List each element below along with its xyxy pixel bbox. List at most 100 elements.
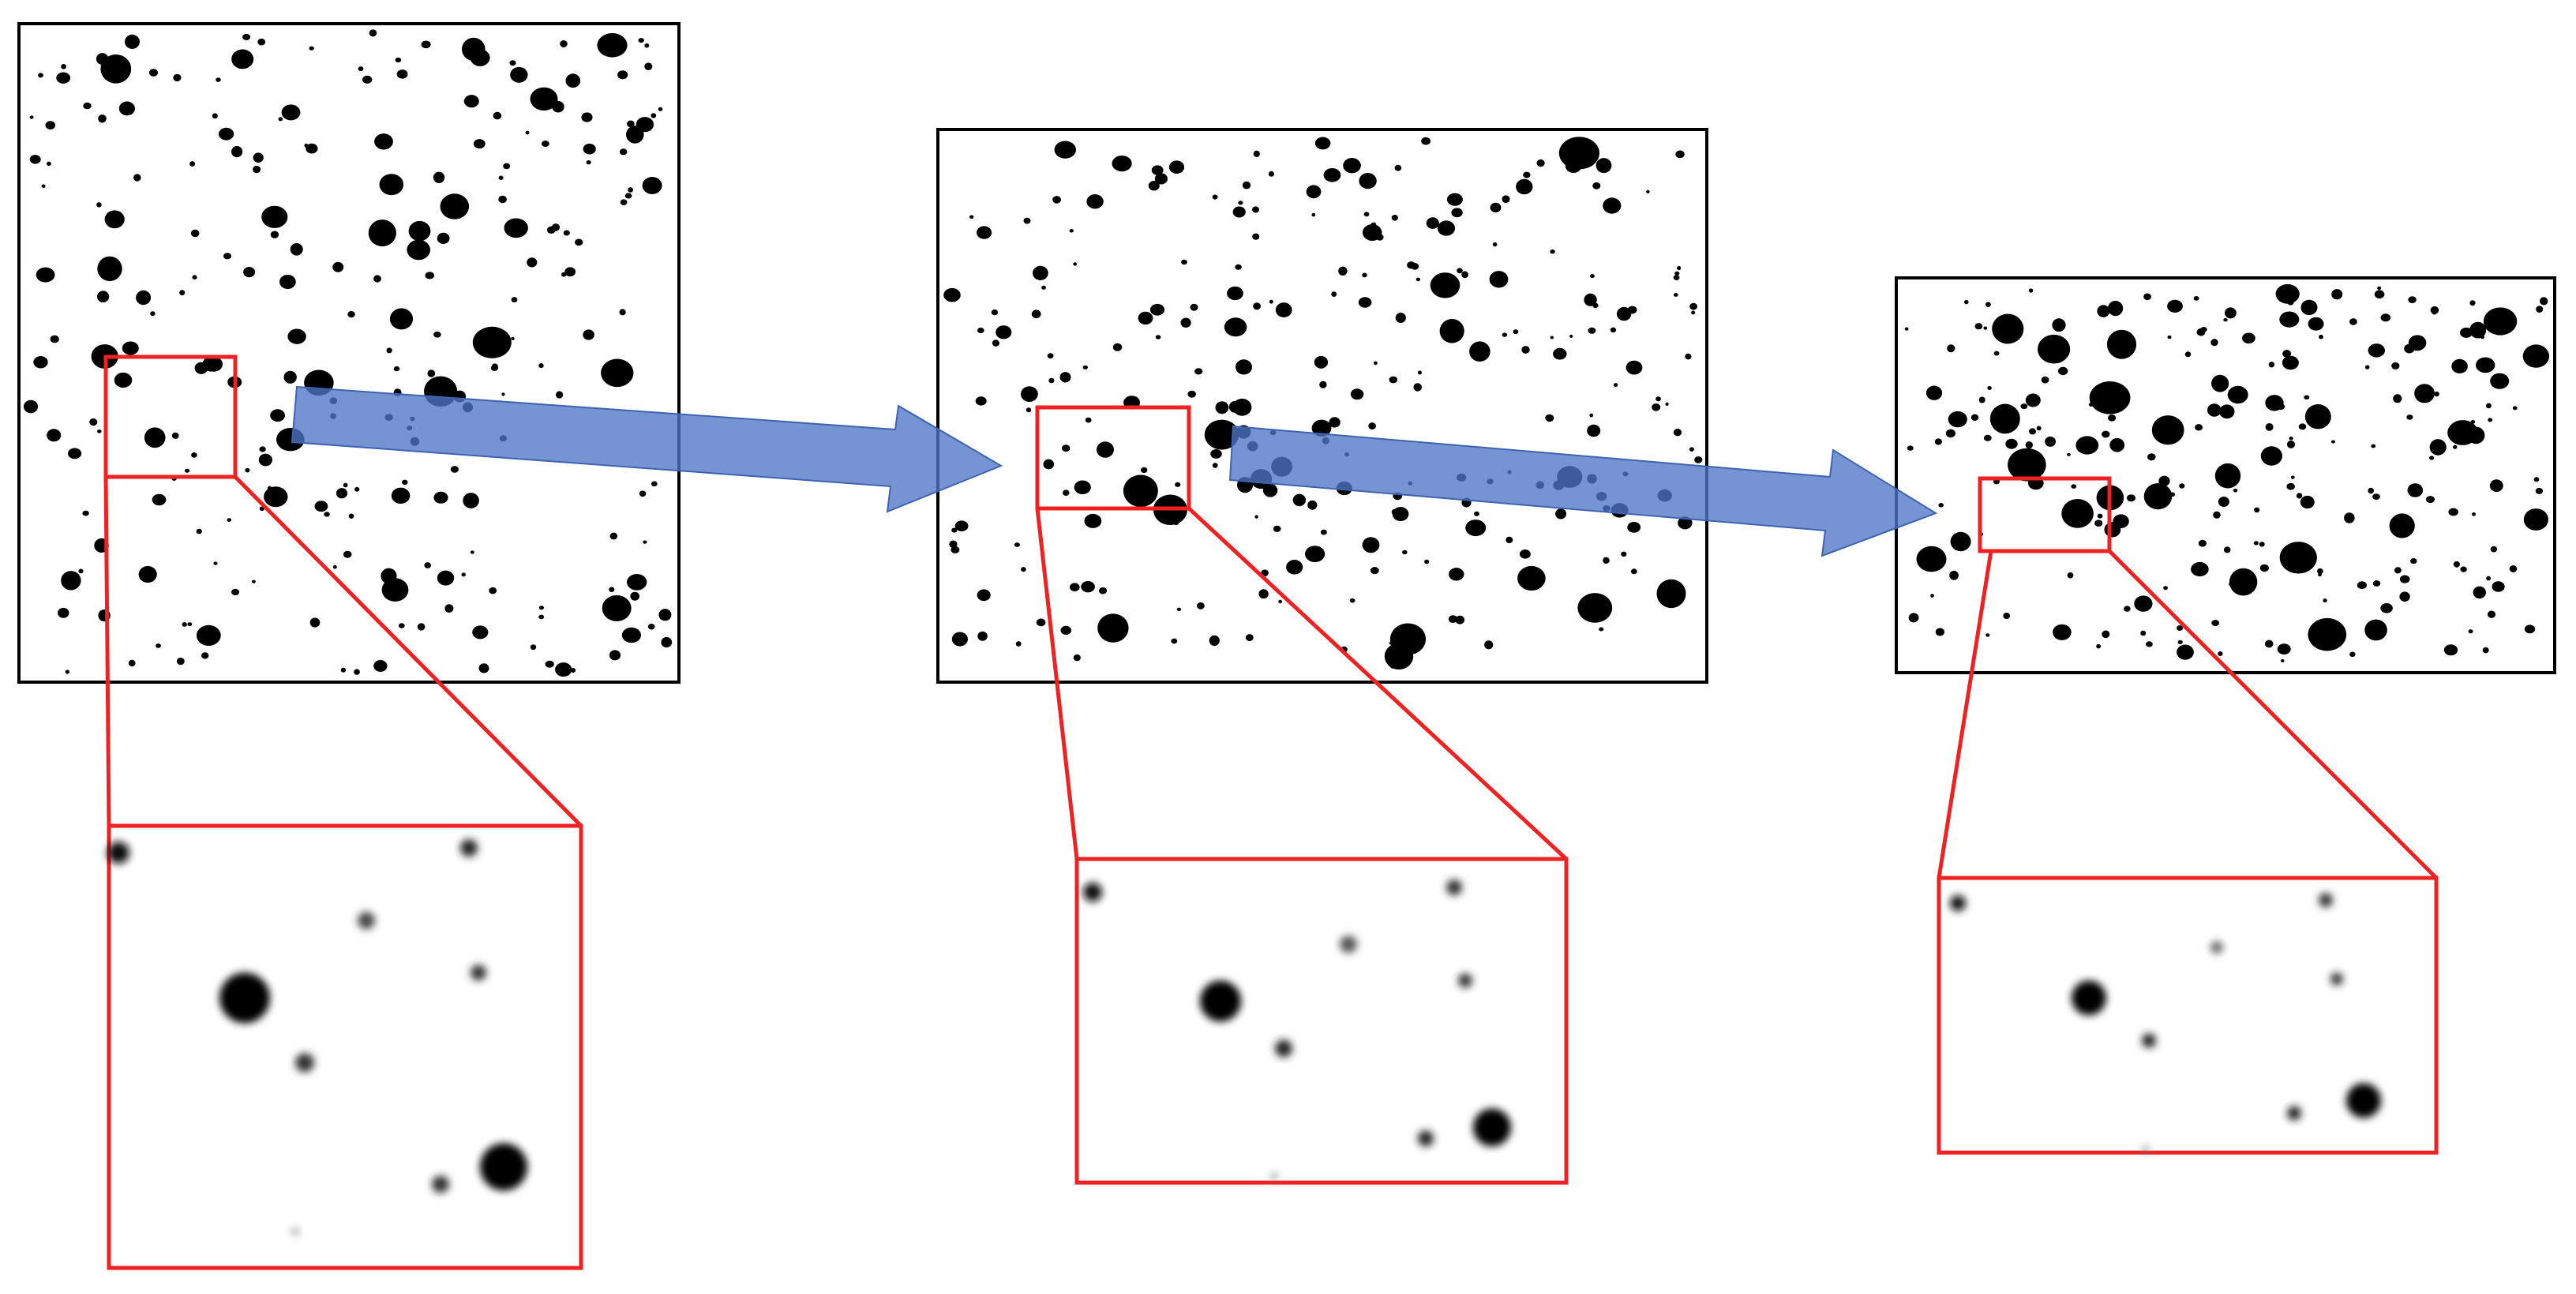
particle-dot-icon <box>2184 351 2192 358</box>
particle-dot-icon <box>1176 607 1182 611</box>
particle-dot-icon <box>50 335 59 343</box>
particle-dot-icon <box>171 432 179 439</box>
particle-dot-icon <box>1384 643 1414 670</box>
particle-dot-icon <box>2476 357 2495 373</box>
particle-dot-icon <box>951 632 968 647</box>
particle-dot-icon <box>493 111 502 120</box>
particle-dot-icon <box>2061 499 2094 528</box>
particle-dot-icon <box>1026 407 1032 413</box>
particle-dot-icon <box>1041 285 1046 290</box>
particle-dot-icon <box>2509 565 2518 572</box>
particle-dot-icon <box>2211 374 2229 392</box>
particle-dot-icon <box>1587 424 1601 437</box>
particle-dot-icon <box>1673 275 1680 280</box>
particle-dot-icon <box>1074 480 1091 495</box>
particle-dot-icon <box>425 272 435 279</box>
particle-dot-icon <box>1484 640 1494 650</box>
particle-dot-icon <box>242 33 251 40</box>
particle-dot-icon <box>951 546 960 553</box>
particle-dot-icon <box>2524 624 2536 634</box>
particle-dot-icon <box>2487 610 2496 618</box>
particle-dot-icon <box>173 73 182 82</box>
particle-dot-icon <box>1374 361 1378 366</box>
particle-dot-icon <box>2319 334 2323 339</box>
particle-dot-icon <box>1599 627 1604 632</box>
particle-dot-icon <box>2357 581 2367 590</box>
particle-dot-icon <box>639 490 647 497</box>
inset-particle <box>2072 981 2106 1015</box>
particle-dot-icon <box>2177 639 2183 645</box>
particle-dot-icon <box>1238 201 1243 205</box>
particle-dot-icon <box>1952 413 1957 417</box>
particle-dot-icon <box>463 95 479 108</box>
inset-particle <box>1458 973 1472 988</box>
particle-dot-icon <box>343 550 352 558</box>
particle-dot-icon <box>33 356 48 369</box>
particle-dot-icon <box>391 487 411 504</box>
particle-dot-icon <box>1227 286 1243 301</box>
particle-dot-icon <box>624 193 632 199</box>
particle-dot-icon <box>1523 171 1531 178</box>
particle-dot-icon <box>2140 630 2147 636</box>
particle-dot-icon <box>196 624 221 647</box>
particle-dot-icon <box>943 287 961 302</box>
particle-dot-icon <box>1565 159 1582 174</box>
particle-dot-icon <box>1985 302 1991 307</box>
particle-dot-icon <box>1536 159 1545 167</box>
inset-particle <box>1473 1108 1511 1146</box>
particle-dot-icon <box>402 479 408 485</box>
particle-dot-icon <box>433 171 445 183</box>
particle-dot-icon <box>1181 259 1187 265</box>
particle-dot-icon <box>1694 456 1703 463</box>
particle-dot-icon <box>2443 644 2458 656</box>
particle-dot-icon <box>332 261 344 272</box>
stage-1-frame <box>17 22 681 684</box>
particle-dot-icon <box>1588 327 1596 334</box>
particle-dot-icon <box>2167 299 2183 313</box>
particle-dot-icon <box>185 468 190 473</box>
particle-dot-icon <box>647 624 655 630</box>
particle-dot-icon <box>1154 173 1168 185</box>
particle-dot-icon <box>1355 163 1362 167</box>
particle-dot-icon <box>644 62 653 70</box>
particle-dot-icon <box>1985 633 1990 637</box>
stage-2-zoom-line-right <box>1187 507 1568 861</box>
particle-dot-icon <box>1209 635 1220 647</box>
particle-dot-icon <box>1689 447 1694 452</box>
particle-dot-icon <box>227 518 232 522</box>
particle-dot-icon <box>1069 229 1074 233</box>
particle-dot-icon <box>395 57 402 63</box>
particle-dot-icon <box>1081 581 1095 593</box>
inset-particle <box>1271 1173 1277 1180</box>
particle-dot-icon <box>2300 299 2318 316</box>
particle-dot-icon <box>444 604 454 613</box>
particle-dot-icon <box>1273 525 1281 532</box>
particle-dot-icon <box>1314 137 1331 150</box>
particle-dot-icon <box>1448 615 1458 623</box>
particle-dot-icon <box>216 77 221 82</box>
particle-dot-icon <box>2460 327 2473 338</box>
particle-dot-icon <box>2218 651 2223 656</box>
particle-dot-icon <box>954 520 969 531</box>
particle-dot-icon <box>1426 217 1439 229</box>
particle-dot-icon <box>2053 624 2072 640</box>
particle-dot-icon <box>969 215 974 219</box>
particle-dot-icon <box>2296 493 2303 499</box>
stage-2-zoom-line-left <box>1035 508 1079 860</box>
stage-1-highlight-box <box>103 354 238 479</box>
particle-dot-icon <box>1947 344 1955 353</box>
particle-dot-icon <box>1253 302 1261 310</box>
particle-dot-icon <box>478 663 489 673</box>
particle-dot-icon <box>1424 559 1430 564</box>
particle-dot-icon <box>47 429 62 442</box>
particle-dot-icon <box>1021 386 1038 402</box>
particle-dot-icon <box>231 146 243 158</box>
particle-dot-icon <box>1242 181 1251 189</box>
particle-dot-icon <box>1592 302 1599 309</box>
particle-dot-icon <box>556 391 564 399</box>
particle-dot-icon <box>1054 141 1077 159</box>
particle-dot-icon <box>1449 568 1464 581</box>
particle-dot-icon <box>332 564 337 569</box>
particle-dot-icon <box>424 562 431 568</box>
particle-dot-icon <box>644 43 650 48</box>
